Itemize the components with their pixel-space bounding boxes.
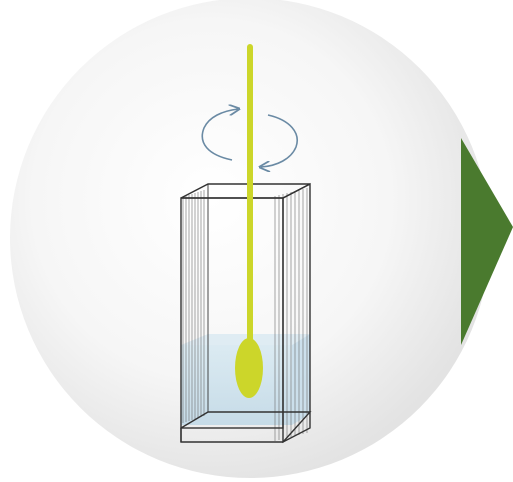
swab	[235, 44, 263, 398]
next-step-arrow-icon	[461, 138, 513, 345]
rotation-arrows-icon	[201, 109, 298, 167]
cuvette-liquid	[181, 334, 310, 425]
